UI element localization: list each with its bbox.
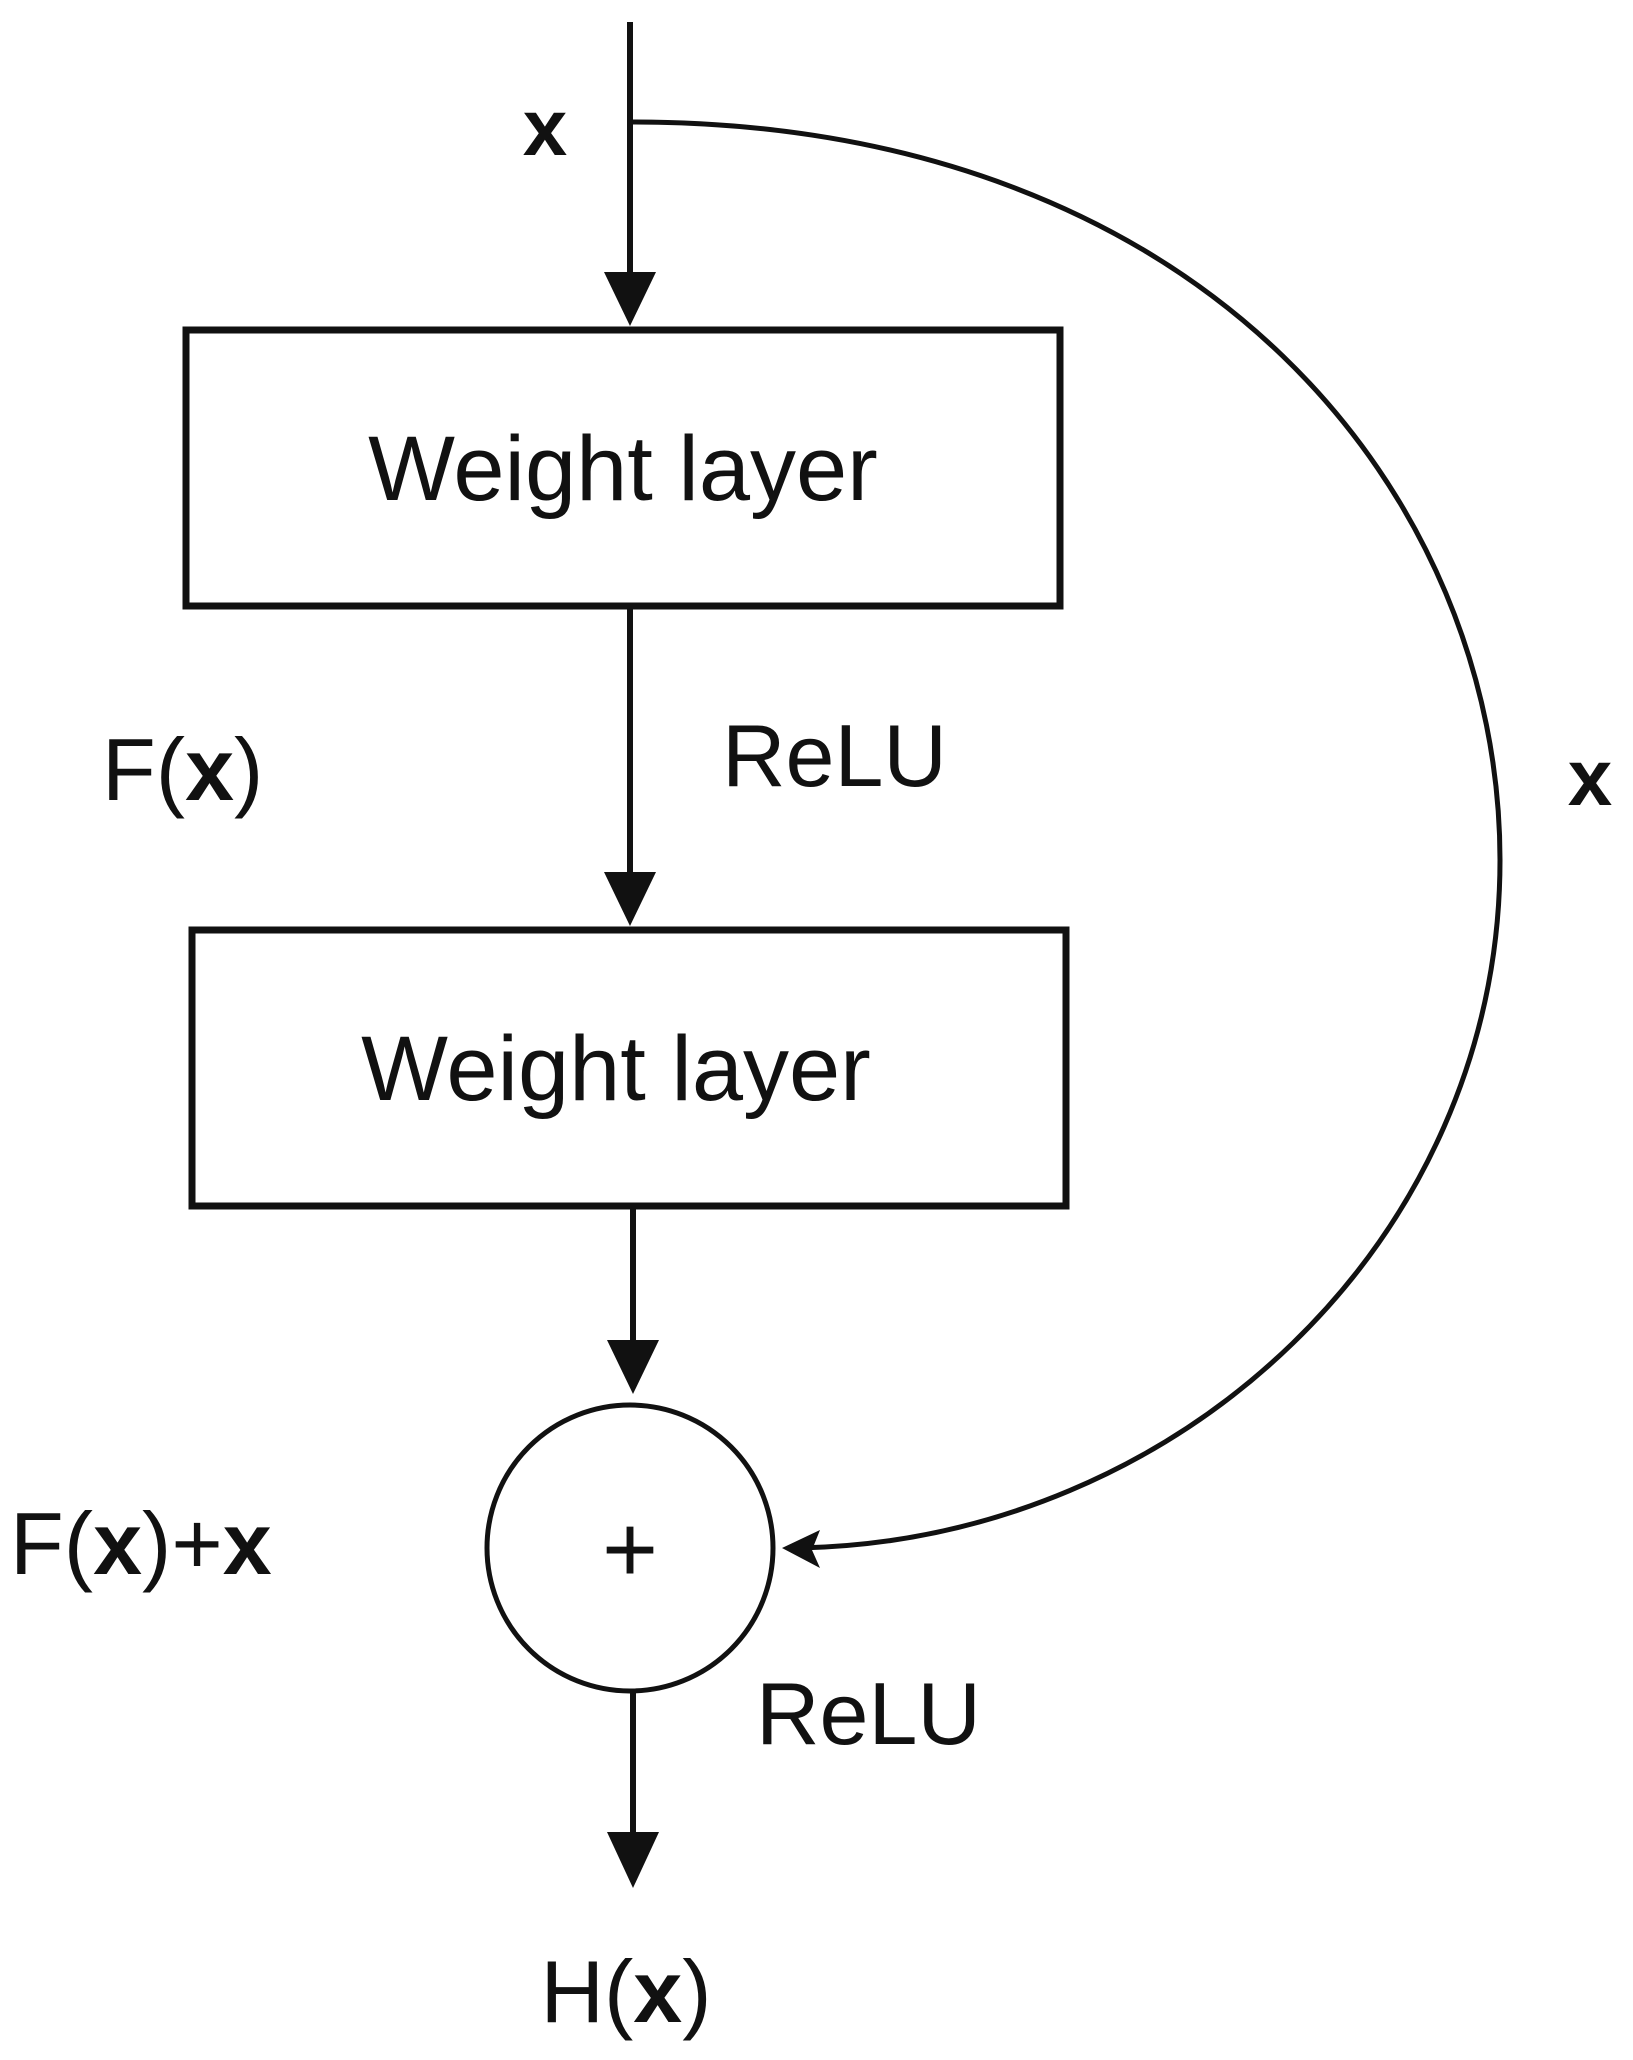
weight-layer-2-label: Weight layer bbox=[361, 1018, 871, 1120]
weight-layer-2-box bbox=[188, 926, 1070, 1210]
input-label: x bbox=[523, 83, 568, 172]
weight-layer-1-box bbox=[182, 326, 1064, 610]
output-label: H(x) bbox=[540, 1942, 711, 2041]
skip-label: x bbox=[1568, 733, 1613, 822]
skip-connection-arrowhead bbox=[782, 1530, 820, 1568]
to-add-arrowhead bbox=[607, 1340, 659, 1394]
middle-arrowhead bbox=[604, 872, 656, 926]
relu-label-2: ReLU bbox=[756, 1664, 981, 1763]
relu-label-1: ReLU bbox=[722, 706, 947, 805]
skip-connection-curve bbox=[631, 119, 1503, 1551]
add-symbol: + bbox=[602, 1496, 658, 1603]
weight-layer-1-label: Weight layer bbox=[368, 418, 878, 520]
fx-label: F(x) bbox=[102, 720, 263, 819]
output-arrowhead bbox=[607, 1832, 659, 1888]
input-arrowhead bbox=[604, 272, 656, 326]
add-node-circle bbox=[484, 1402, 776, 1694]
sum-label: F(x)+x bbox=[10, 1494, 272, 1593]
